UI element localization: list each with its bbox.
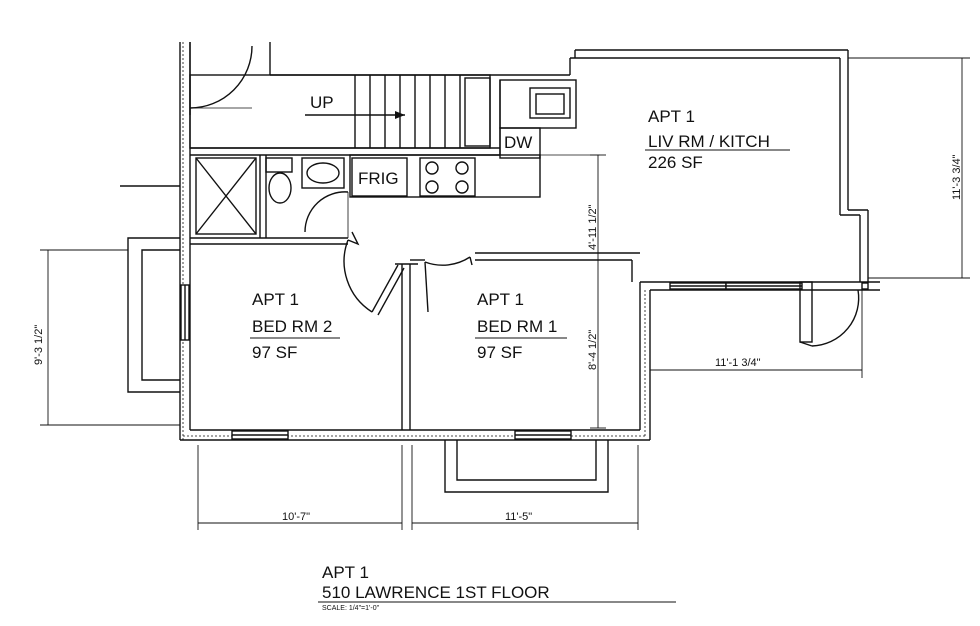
bed1-room-area: 97 SF bbox=[477, 343, 522, 362]
liv-room-name: APT 1 bbox=[648, 107, 695, 126]
dim-center-upper: 4'-11 1/2" bbox=[587, 204, 599, 250]
label-underlines bbox=[250, 149, 790, 603]
dim-bed1-width: 11'-5" bbox=[505, 511, 532, 523]
bed1-room-sub: BED RM 1 bbox=[477, 317, 557, 336]
bed2-room-sub: BED RM 2 bbox=[252, 317, 332, 336]
dim-bed2-width: 10'-7" bbox=[282, 511, 310, 523]
dim-center-lower: 8'-4 1/2" bbox=[587, 330, 599, 370]
dim-right-width: 11'-1 3/4" bbox=[715, 357, 761, 369]
bathroom bbox=[195, 157, 349, 238]
fridge-label: FRIG bbox=[358, 169, 399, 188]
title-block-line1: APT 1 bbox=[322, 563, 369, 582]
side-door bbox=[799, 281, 860, 347]
bed2-room-area: 97 SF bbox=[252, 343, 297, 362]
exterior-ledges bbox=[120, 185, 609, 493]
dim-left-height: 9'-3 1/2" bbox=[33, 325, 45, 365]
stair-label: UP bbox=[310, 93, 334, 112]
windows bbox=[180, 282, 869, 440]
dim-right-height: 11'-3 3/4" bbox=[951, 154, 963, 200]
liv-room-sub: LIV RM / KITCH bbox=[648, 132, 770, 151]
bed2-room-name: APT 1 bbox=[252, 290, 299, 309]
liv-room-area: 226 SF bbox=[648, 153, 703, 172]
title-block-scale: SCALE: 1/4"=1'-0" bbox=[322, 605, 380, 612]
bedroom-doors bbox=[343, 231, 473, 316]
bed1-room-name: APT 1 bbox=[477, 290, 524, 309]
dimension-lines bbox=[40, 57, 970, 530]
entry-door bbox=[189, 42, 253, 115]
stairs bbox=[189, 74, 491, 149]
title-block-line2: 510 LAWRENCE 1ST FLOOR bbox=[322, 583, 550, 602]
dishwasher-label: DW bbox=[504, 133, 532, 152]
